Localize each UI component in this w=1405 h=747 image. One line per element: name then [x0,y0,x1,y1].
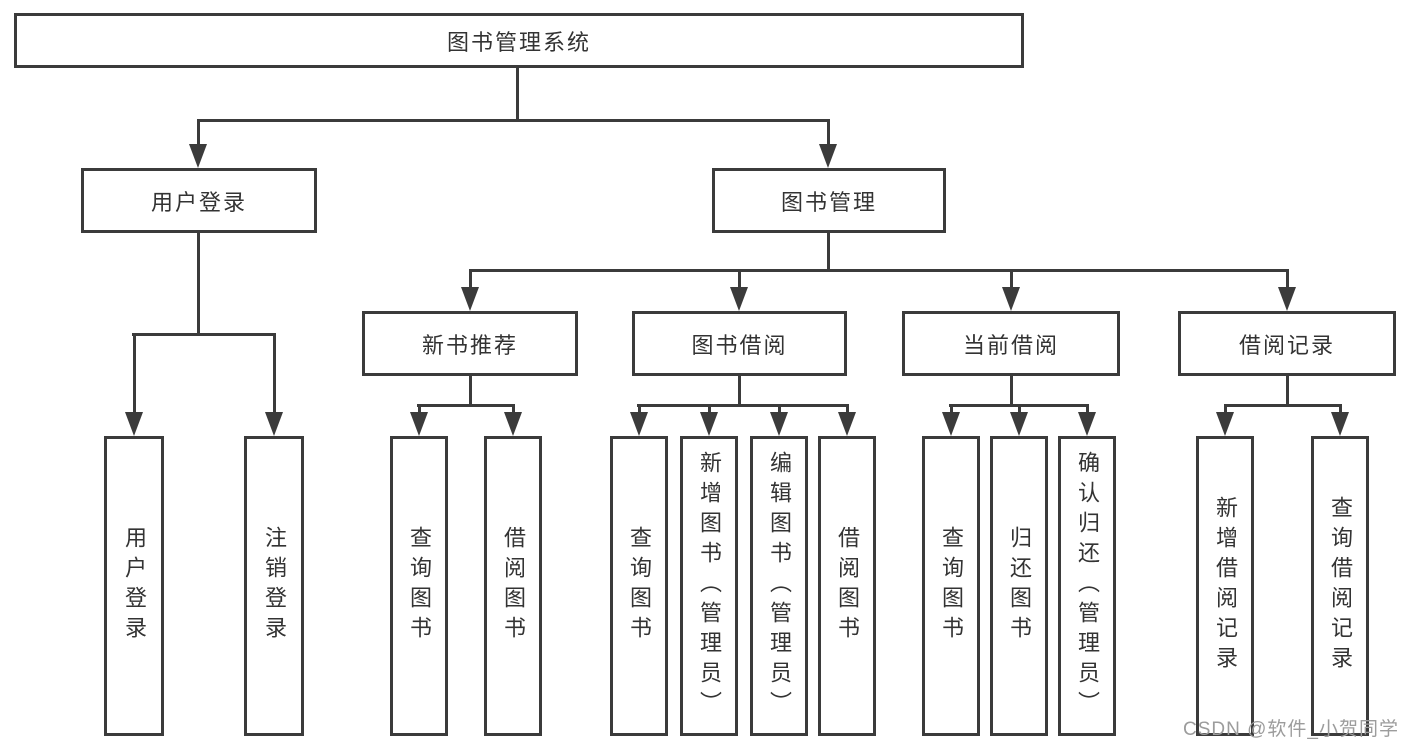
connector-line [827,119,830,149]
leaf-nb-query-book: 查询图书 [390,436,448,736]
leaf-cb-query-book-label: 查询图书 [939,526,964,646]
connector-line [950,404,953,416]
arrow-down-icon [1278,287,1296,311]
csdn-watermark: CSDN @软件_小贺同学 [1183,719,1399,740]
leaf-br-query-record: 查询借阅记录 [1311,436,1369,736]
leaf-br-query-record-label: 查询借阅记录 [1328,496,1353,676]
connector-line [133,333,136,413]
arrow-down-icon [1331,412,1349,436]
connector-line [1339,404,1342,416]
connector-line [418,404,421,416]
node-new-book-recommend-label: 新书推荐 [421,332,518,358]
connector-line [197,119,200,149]
connector-line [738,269,741,289]
arrow-down-icon [1002,287,1020,311]
leaf-cb-confirm-return-label: 确认归还（管理员） [1075,451,1100,721]
arrow-down-icon [770,412,788,436]
leaf-br-add-record-label: 新增借阅记录 [1213,496,1238,676]
leaf-br-add-record: 新增借阅记录 [1196,436,1254,736]
leaf-bb-add-book: 新增图书（管理员） [680,436,738,736]
connector-line [1286,376,1289,407]
connector-line [417,404,515,407]
node-user-login: 用户登录 [81,168,317,233]
leaf-bb-edit-book: 编辑图书（管理员） [750,436,808,736]
connector-line [1018,404,1021,416]
connector-line [708,404,711,416]
leaf-bb-borrow-book: 借阅图书 [818,436,876,736]
arrow-down-icon [700,412,718,436]
leaf-cb-return-book-label: 归还图书 [1007,526,1032,646]
leaf-user-login-label: 用户登录 [122,526,147,646]
arrow-down-icon [838,412,856,436]
leaf-bb-edit-book-label: 编辑图书（管理员） [767,451,792,721]
node-borrow-record-label: 借阅记录 [1238,332,1335,358]
leaf-nb-borrow-book-label: 借阅图书 [501,526,526,646]
leaf-cb-query-book: 查询图书 [922,436,980,736]
connector-line [469,269,472,289]
connector-line [1010,269,1013,289]
connector-line [638,404,641,416]
arrow-down-icon [630,412,648,436]
node-root-label: 图书管理系统 [446,29,591,55]
node-borrow-record: 借阅记录 [1178,311,1396,376]
leaf-bb-query-book-label: 查询图书 [627,526,652,646]
node-current-borrow-label: 当前借阅 [962,332,1059,358]
arrow-down-icon [819,144,837,168]
arrow-down-icon [410,412,428,436]
arrow-down-icon [504,412,522,436]
connector-line [132,333,275,336]
node-book-management-label: 图书管理 [780,189,877,215]
connector-line [1086,404,1089,416]
connector-line [197,119,830,122]
leaf-cb-confirm-return: 确认归还（管理员） [1058,436,1116,736]
leaf-user-login: 用户登录 [104,436,164,736]
connector-line [512,404,515,416]
arrow-down-icon [461,287,479,311]
arrow-down-icon [730,287,748,311]
node-root: 图书管理系统 [14,13,1024,68]
node-user-login-label: 用户登录 [150,189,247,215]
leaf-cb-return-book: 归还图书 [990,436,1048,736]
arrow-down-icon [1078,412,1096,436]
arrow-down-icon [1216,412,1234,436]
arrow-down-icon [942,412,960,436]
connector-line [1286,269,1289,289]
arrow-down-icon [265,412,283,436]
leaf-nb-query-book-label: 查询图书 [407,526,432,646]
connector-line [738,376,741,407]
leaf-bb-borrow-book-label: 借阅图书 [835,526,860,646]
connector-line [1224,404,1227,416]
arrow-down-icon [1010,412,1028,436]
node-book-borrow: 图书借阅 [632,311,847,376]
leaf-nb-borrow-book: 借阅图书 [484,436,542,736]
connector-line [827,233,830,272]
connector-line [469,269,1288,272]
connector-line [846,404,849,416]
connector-line [197,233,200,336]
connector-line [469,376,472,407]
leaf-bb-add-book-label: 新增图书（管理员） [697,451,722,721]
connector-line [273,333,276,413]
arrow-down-icon [125,412,143,436]
node-book-borrow-label: 图书借阅 [691,332,788,358]
leaf-bb-query-book: 查询图书 [610,436,668,736]
node-book-management: 图书管理 [712,168,946,233]
node-new-book-recommend: 新书推荐 [362,311,578,376]
connector-line [1010,376,1013,407]
leaf-logout-label: 注销登录 [262,526,287,646]
node-current-borrow: 当前借阅 [902,311,1120,376]
connector-line [1224,404,1342,407]
leaf-logout: 注销登录 [244,436,304,736]
arrow-down-icon [189,144,207,168]
connector-line [637,404,849,407]
connector-line [516,66,519,122]
connector-line [778,404,781,416]
